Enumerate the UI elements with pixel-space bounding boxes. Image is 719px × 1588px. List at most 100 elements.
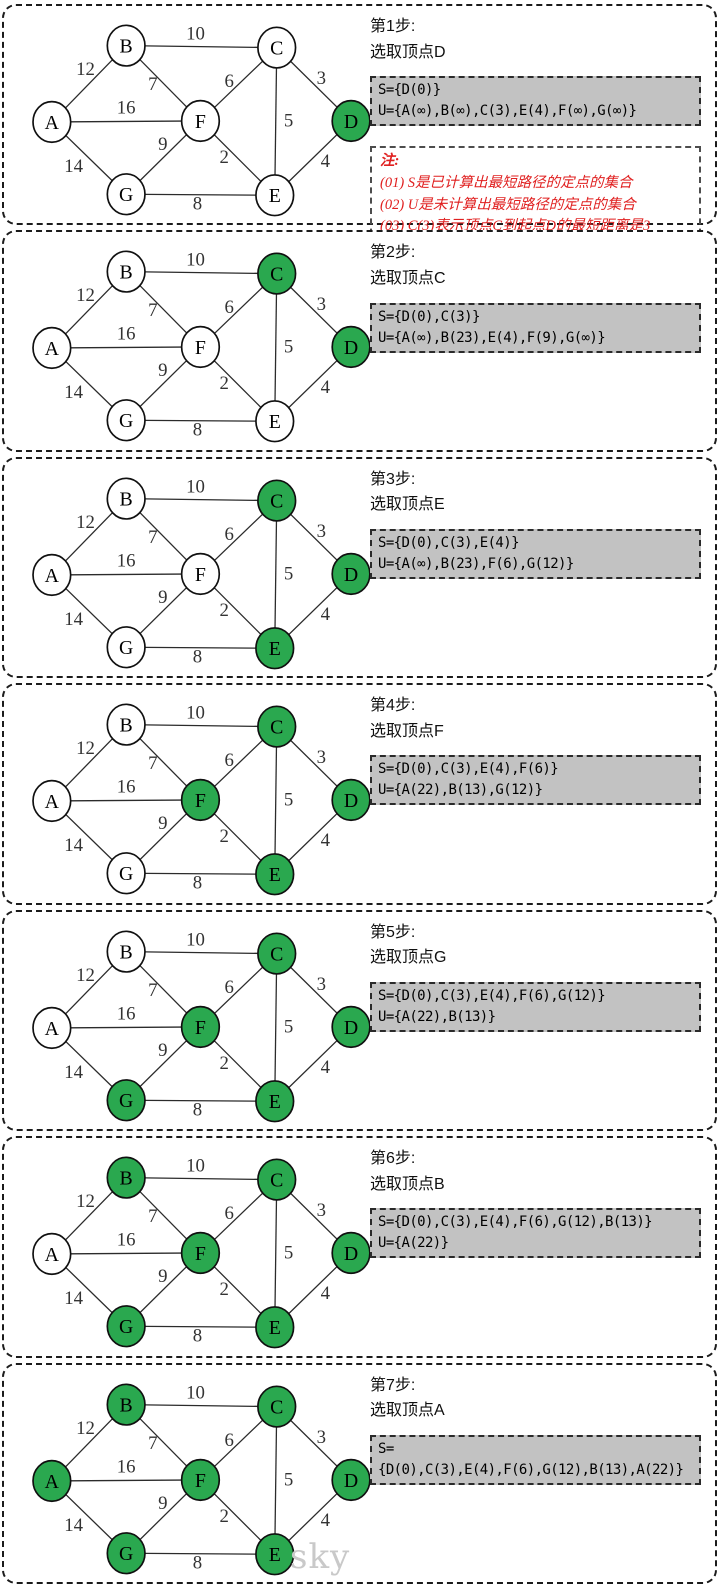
vertex-D-selected <box>331 99 371 143</box>
edge-weight-CD: 3 <box>317 68 326 89</box>
edge-weight-AB: 12 <box>76 1191 95 1212</box>
edge-weight-FE: 2 <box>220 147 229 168</box>
edge-weight-CE: 5 <box>284 110 293 131</box>
edge-weight-AG: 14 <box>64 835 83 856</box>
edge-weight-CE: 5 <box>284 790 293 811</box>
edge-weight-CD: 3 <box>317 521 326 542</box>
vertex-label-A: A <box>45 112 60 134</box>
edge-weight-GE: 8 <box>193 1099 202 1120</box>
vertex-G-selected <box>106 1078 146 1122</box>
edge-BC <box>126 724 277 728</box>
vertex-label-E: E <box>269 864 281 886</box>
edge-weight-AB: 12 <box>76 738 95 759</box>
vertex-B <box>106 24 146 67</box>
set-u-line: U={A(∞),B(∞),C(3),E(4),F(∞),G(∞)} <box>378 103 637 120</box>
vertex-label-C: C <box>270 264 283 286</box>
vertex-label-E: E <box>269 412 281 434</box>
vertex-label-F: F <box>195 564 206 586</box>
edge-weight-DE: 4 <box>321 1057 331 1078</box>
vertex-B <box>106 250 146 294</box>
edge-weight-AF: 16 <box>117 550 136 571</box>
set-s-line: S={D(0),C(3),E(4),F(6),G(12),B(13),A(22)… <box>378 1440 684 1478</box>
vertex-label-D: D <box>344 1017 358 1039</box>
vertex-label-E: E <box>269 185 281 207</box>
step-number-label: 第2步: <box>370 244 416 262</box>
vertex-G <box>106 173 146 216</box>
vertex-E-selected <box>255 626 295 670</box>
vertex-label-D: D <box>344 1243 358 1265</box>
step-action-label: 选取顶点D <box>370 43 446 61</box>
edge-CE <box>274 1406 278 1554</box>
set-u-line: U={A(22)} <box>378 1235 449 1252</box>
edge-weight-FE: 2 <box>220 374 229 395</box>
edge-CE <box>274 47 278 196</box>
vertex-A <box>32 100 72 144</box>
step-title: 第6步:选取顶点B <box>370 1146 701 1197</box>
edge-weight-FG: 9 <box>158 813 167 834</box>
step-title: 第4步:选取顶点F <box>370 693 701 744</box>
edge-weight-CD: 3 <box>317 294 326 315</box>
vertex-label-G: G <box>119 1316 133 1338</box>
vertex-E-selected <box>255 1079 295 1123</box>
edge-weight-CF: 6 <box>224 1429 233 1450</box>
edge-AF <box>51 346 201 349</box>
edge-CE <box>274 726 278 875</box>
vertex-D-selected <box>331 552 371 595</box>
vertex-D-selected <box>331 326 371 369</box>
edge-weight-BC: 10 <box>186 250 205 271</box>
edge-weight-BF: 7 <box>148 1432 157 1453</box>
edge-weight-CF: 6 <box>224 750 233 771</box>
edge-weight-CE: 5 <box>284 1243 293 1264</box>
vertex-E-selected <box>255 1532 295 1575</box>
edge-weight-AB: 12 <box>76 285 95 306</box>
edge-weight-AG: 14 <box>64 156 83 177</box>
edge-AF <box>51 1478 201 1482</box>
vertex-E <box>255 174 295 217</box>
vertex-A <box>32 780 72 823</box>
edge-AF <box>51 1252 201 1255</box>
step-number-label: 第3步: <box>370 470 416 488</box>
step-title: 第1步:选取顶点D <box>370 14 701 65</box>
step-number-label: 第4步: <box>370 697 416 715</box>
vertex-B <box>106 930 146 973</box>
vertex-label-A: A <box>45 565 60 587</box>
edge-weight-GE: 8 <box>193 647 202 668</box>
edge-weight-CD: 3 <box>317 1426 326 1447</box>
vertex-C-selected <box>257 932 297 975</box>
vertex-label-A: A <box>45 1018 60 1040</box>
edge-weight-BF: 7 <box>148 300 157 321</box>
set-box: S={D(0),C(3),E(4),F(6)}U={A(22),B(13),G(… <box>370 755 701 806</box>
set-box: S={D(0)}U={A(∞),B(∞),C(3),E(4),F(∞),G(∞)… <box>370 76 701 127</box>
edge-weight-AG: 14 <box>64 382 83 403</box>
edge-GE <box>126 193 275 196</box>
vertex-A <box>32 1232 72 1276</box>
edge-weight-FE: 2 <box>220 1506 229 1527</box>
vertex-label-D: D <box>344 790 358 812</box>
vertex-E-selected <box>255 1306 295 1349</box>
vertex-label-F: F <box>195 337 206 359</box>
step-title: 第2步:选取顶点C <box>370 240 701 291</box>
vertex-B-selected <box>106 1383 146 1426</box>
vertex-E <box>255 400 295 443</box>
vertex-label-A: A <box>45 338 60 360</box>
vertex-B-selected <box>106 1156 146 1199</box>
vertex-D-selected <box>331 1458 371 1501</box>
edge-weight-BF: 7 <box>148 74 157 95</box>
vertex-E-selected <box>255 853 295 896</box>
edge-CE <box>274 274 278 422</box>
edge-GE <box>126 1552 275 1555</box>
edge-weight-AF: 16 <box>117 777 136 798</box>
vertex-label-B: B <box>120 1394 133 1416</box>
set-u-line: U={A(∞),B(23),E(4),F(9),G(∞)} <box>378 329 606 346</box>
edge-weight-DE: 4 <box>321 1283 331 1304</box>
vertex-label-A: A <box>45 1244 60 1266</box>
edge-weight-AF: 16 <box>117 324 136 345</box>
vertex-label-G: G <box>119 1090 133 1112</box>
